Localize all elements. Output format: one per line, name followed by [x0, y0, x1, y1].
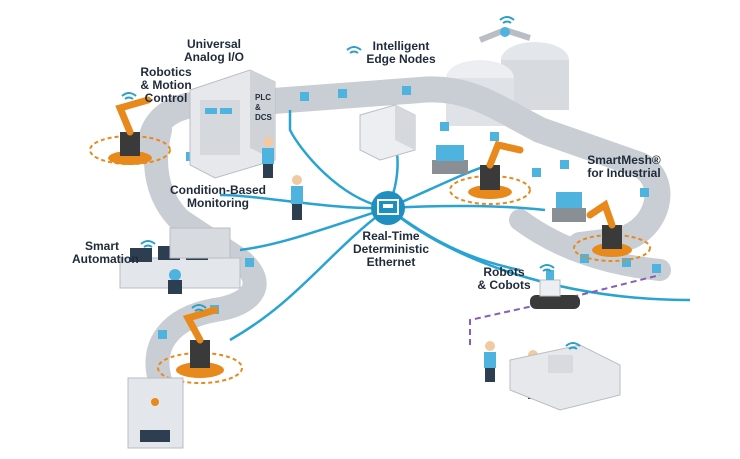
worker-plc — [262, 137, 274, 178]
conveyor-boxes — [158, 86, 661, 339]
robot-arm-2 — [176, 306, 224, 378]
label-edge-nodes: Intelligent Edge Nodes — [366, 39, 436, 66]
wifi-icon-robotics — [121, 92, 137, 100]
pallet-carts — [432, 145, 586, 222]
robot-arm-4 — [586, 199, 632, 257]
label-ethernet: Real-Time Deterministic Ethernet — [352, 229, 430, 269]
label-universal-io: Universal Analog I/O — [184, 37, 244, 64]
robot-arm-1 — [108, 96, 152, 165]
ethernet-port-icon — [377, 199, 399, 215]
plc-dcs-cabinet — [189, 69, 276, 179]
conveyor-belt-lower — [144, 118, 267, 407]
agv-path — [469, 274, 661, 345]
wifi-icon-robot2 — [191, 304, 207, 312]
label-robots-cobots: Robots & Cobots — [477, 265, 531, 292]
wifi-icon-tank — [499, 16, 515, 24]
agv-cobot — [530, 270, 580, 309]
wifi-icon-automation — [140, 240, 156, 248]
worker-condition-monitoring — [291, 175, 303, 220]
conveyor-belt-upper — [137, 76, 671, 258]
label-smart-automation: Smart Automation — [72, 239, 139, 266]
robot-arm-3 — [468, 140, 524, 199]
label-smartmesh: SmartMesh® for Industrial — [587, 153, 661, 180]
wifi-icon-edge — [346, 46, 362, 54]
inspection-machine — [127, 377, 184, 449]
edge-node-unit — [359, 104, 416, 161]
smart-automation-station — [119, 227, 241, 294]
cobot-workbench — [509, 344, 621, 411]
label-condition-monitoring: Condition-Based Monitoring — [170, 183, 266, 210]
plc-label-line1: PLC&DCS — [255, 93, 273, 122]
wifi-icon-bench — [565, 342, 581, 350]
storage-tanks — [446, 26, 569, 126]
wifi-icon-cobots — [539, 264, 555, 272]
worker-cobot-1 — [484, 341, 496, 382]
label-robotics: Robotics & Motion Control — [140, 65, 192, 105]
ethernet-hub — [371, 191, 405, 225]
